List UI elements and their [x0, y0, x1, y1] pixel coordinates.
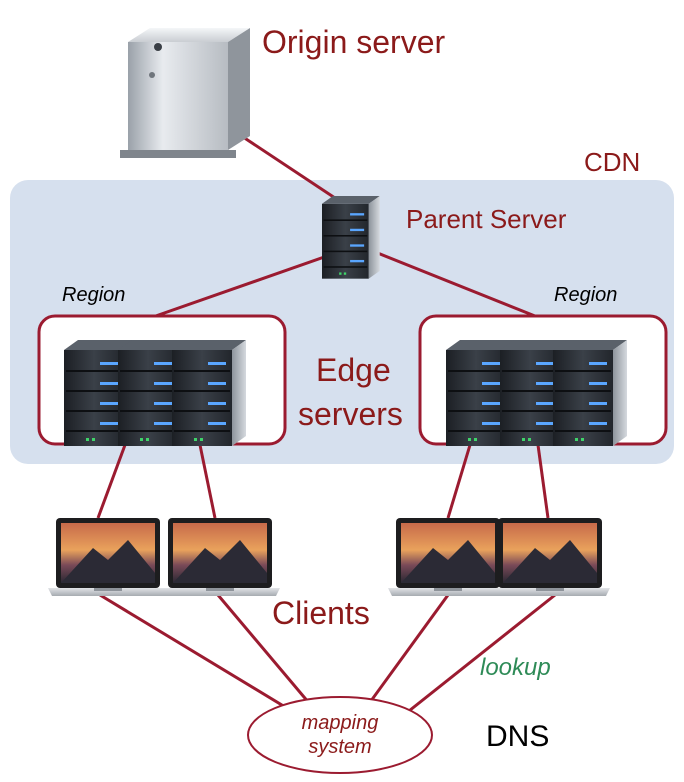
- dns-label: DNS: [486, 720, 550, 753]
- edge-label-line1: Edge: [316, 352, 391, 388]
- link-left-region-client1: [96, 444, 127, 519]
- rack-server-icon: [322, 196, 380, 279]
- mapping-system-ellipse: [247, 696, 433, 774]
- link-client3-mapping: [358, 594, 450, 717]
- laptop-icon: [490, 518, 610, 596]
- laptop-icon: [388, 518, 508, 596]
- network-links: [96, 123, 556, 732]
- parent-server-label: Parent Server: [406, 204, 567, 234]
- mapping-system-label: mapping system: [280, 711, 400, 759]
- rack-server-icon: [172, 340, 246, 446]
- link-right-region-client4: [536, 444, 550, 519]
- tower-server-icon: [120, 28, 250, 158]
- region-label-left: Region: [62, 284, 126, 306]
- link-parent-right-region: [374, 250, 541, 320]
- mapping-label-line1: mapping: [301, 712, 379, 734]
- rack-server-icon: [553, 340, 627, 446]
- link-right-region-client3: [446, 444, 472, 519]
- mapping-label-line2: system: [308, 736, 372, 758]
- link-parent-left-region: [149, 253, 331, 320]
- lookup-label: lookup: [480, 654, 551, 681]
- laptop-icon: [160, 518, 280, 596]
- link-client2-mapping: [216, 594, 322, 717]
- region-label-right: Region: [554, 284, 618, 306]
- edge-label-line2: servers: [298, 396, 403, 432]
- link-client1-mapping: [99, 593, 301, 718]
- laptop-icon: [48, 518, 168, 596]
- link-left-region-client2: [198, 444, 217, 519]
- origin-server-label: Origin server: [262, 24, 446, 60]
- link-client4-mapping: [384, 593, 556, 732]
- cdn-label: CDN: [584, 147, 641, 177]
- clients-label: Clients: [272, 595, 370, 631]
